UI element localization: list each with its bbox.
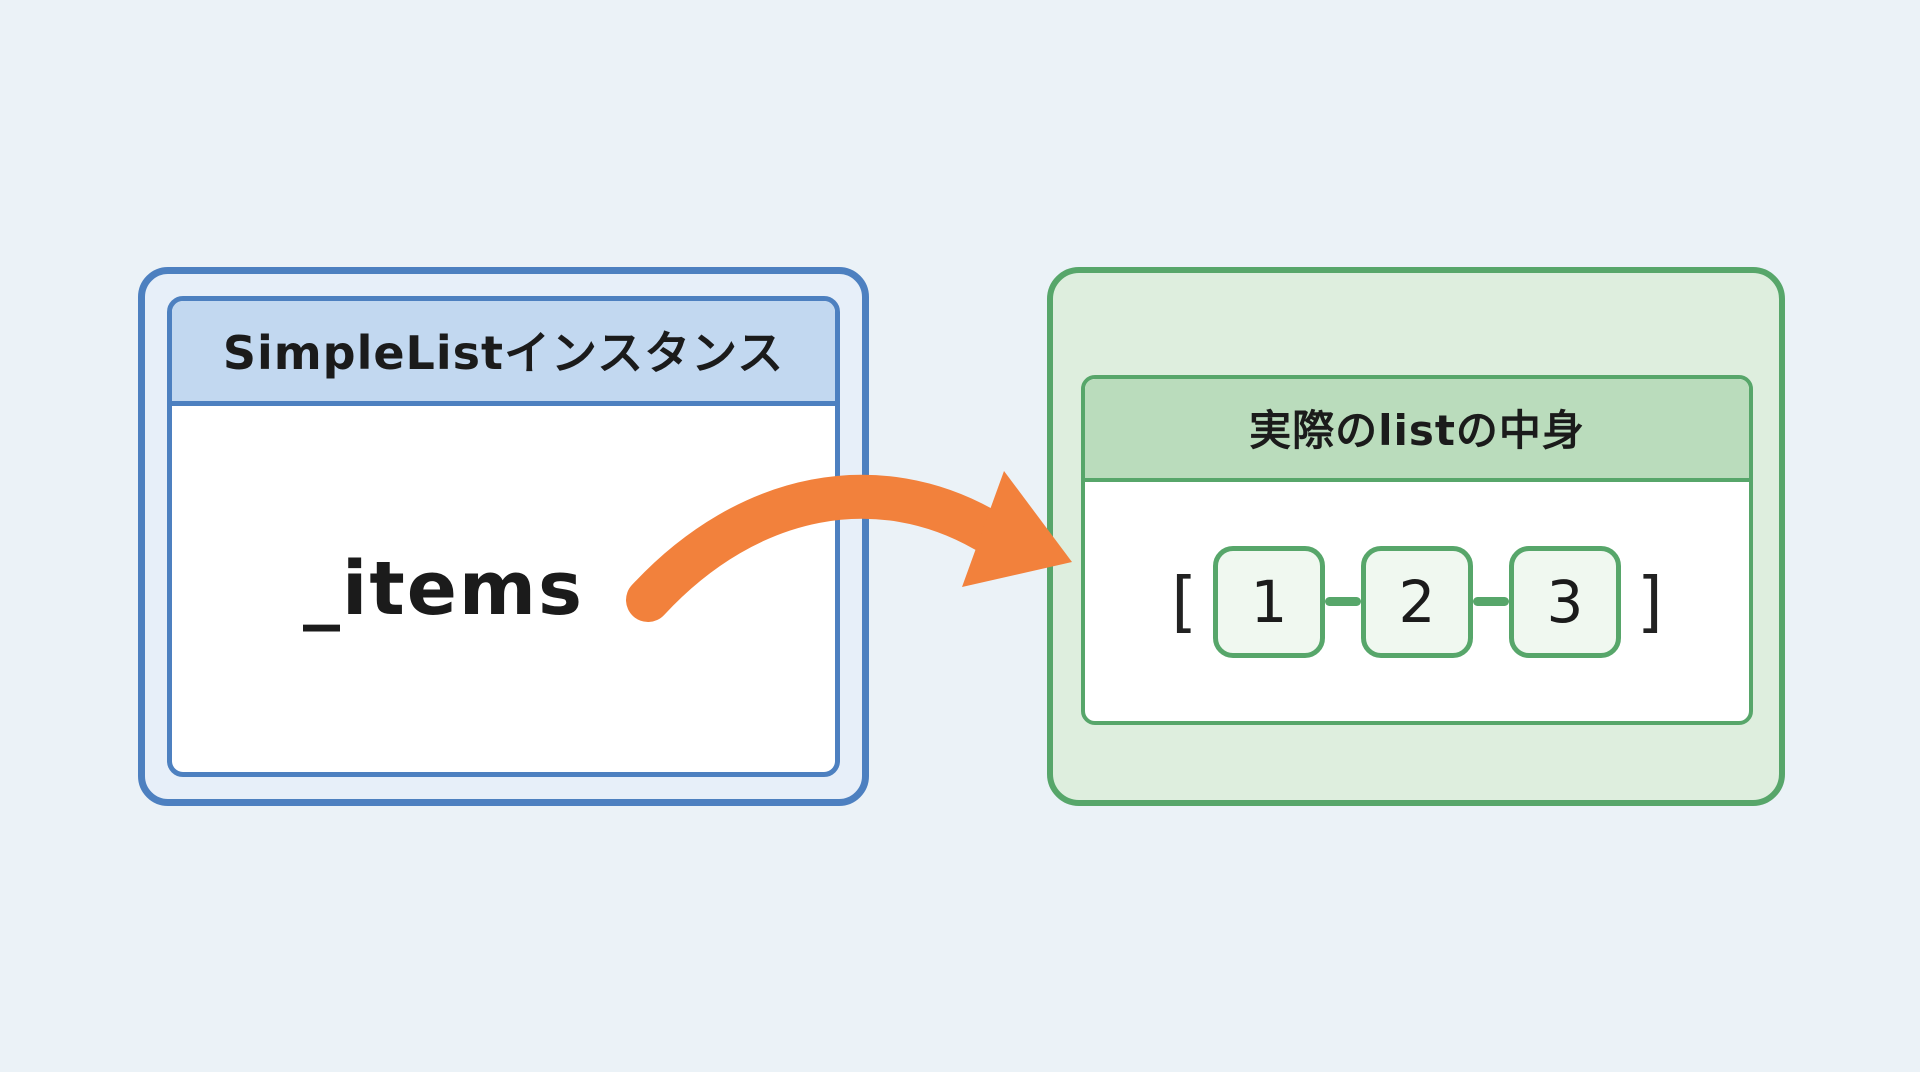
list-item: 2 (1361, 545, 1473, 658)
simplelist-instance-title: SimpleListインスタンス (172, 301, 835, 406)
list-item: 3 (1509, 545, 1621, 658)
items-field-label: _items (302, 546, 585, 632)
simplelist-instance-inner: SimpleListインスタンス _items (167, 296, 840, 777)
list-contents-title: 実際のlistの中身 (1085, 379, 1749, 482)
open-bracket: [ (1171, 563, 1197, 640)
simplelist-instance-body: _items (172, 406, 835, 772)
item-connector (1325, 597, 1361, 606)
item-connector (1473, 597, 1509, 606)
close-bracket: ] (1637, 563, 1663, 640)
list-item: 1 (1213, 545, 1325, 658)
simplelist-instance-box: SimpleListインスタンス _items (138, 267, 869, 806)
list-contents-box: 実際のlistの中身 [ 1 2 3 ] (1047, 267, 1785, 806)
list-contents-body: [ 1 2 3 ] (1085, 482, 1749, 721)
list-contents-inner: 実際のlistの中身 [ 1 2 3 ] (1081, 375, 1753, 725)
